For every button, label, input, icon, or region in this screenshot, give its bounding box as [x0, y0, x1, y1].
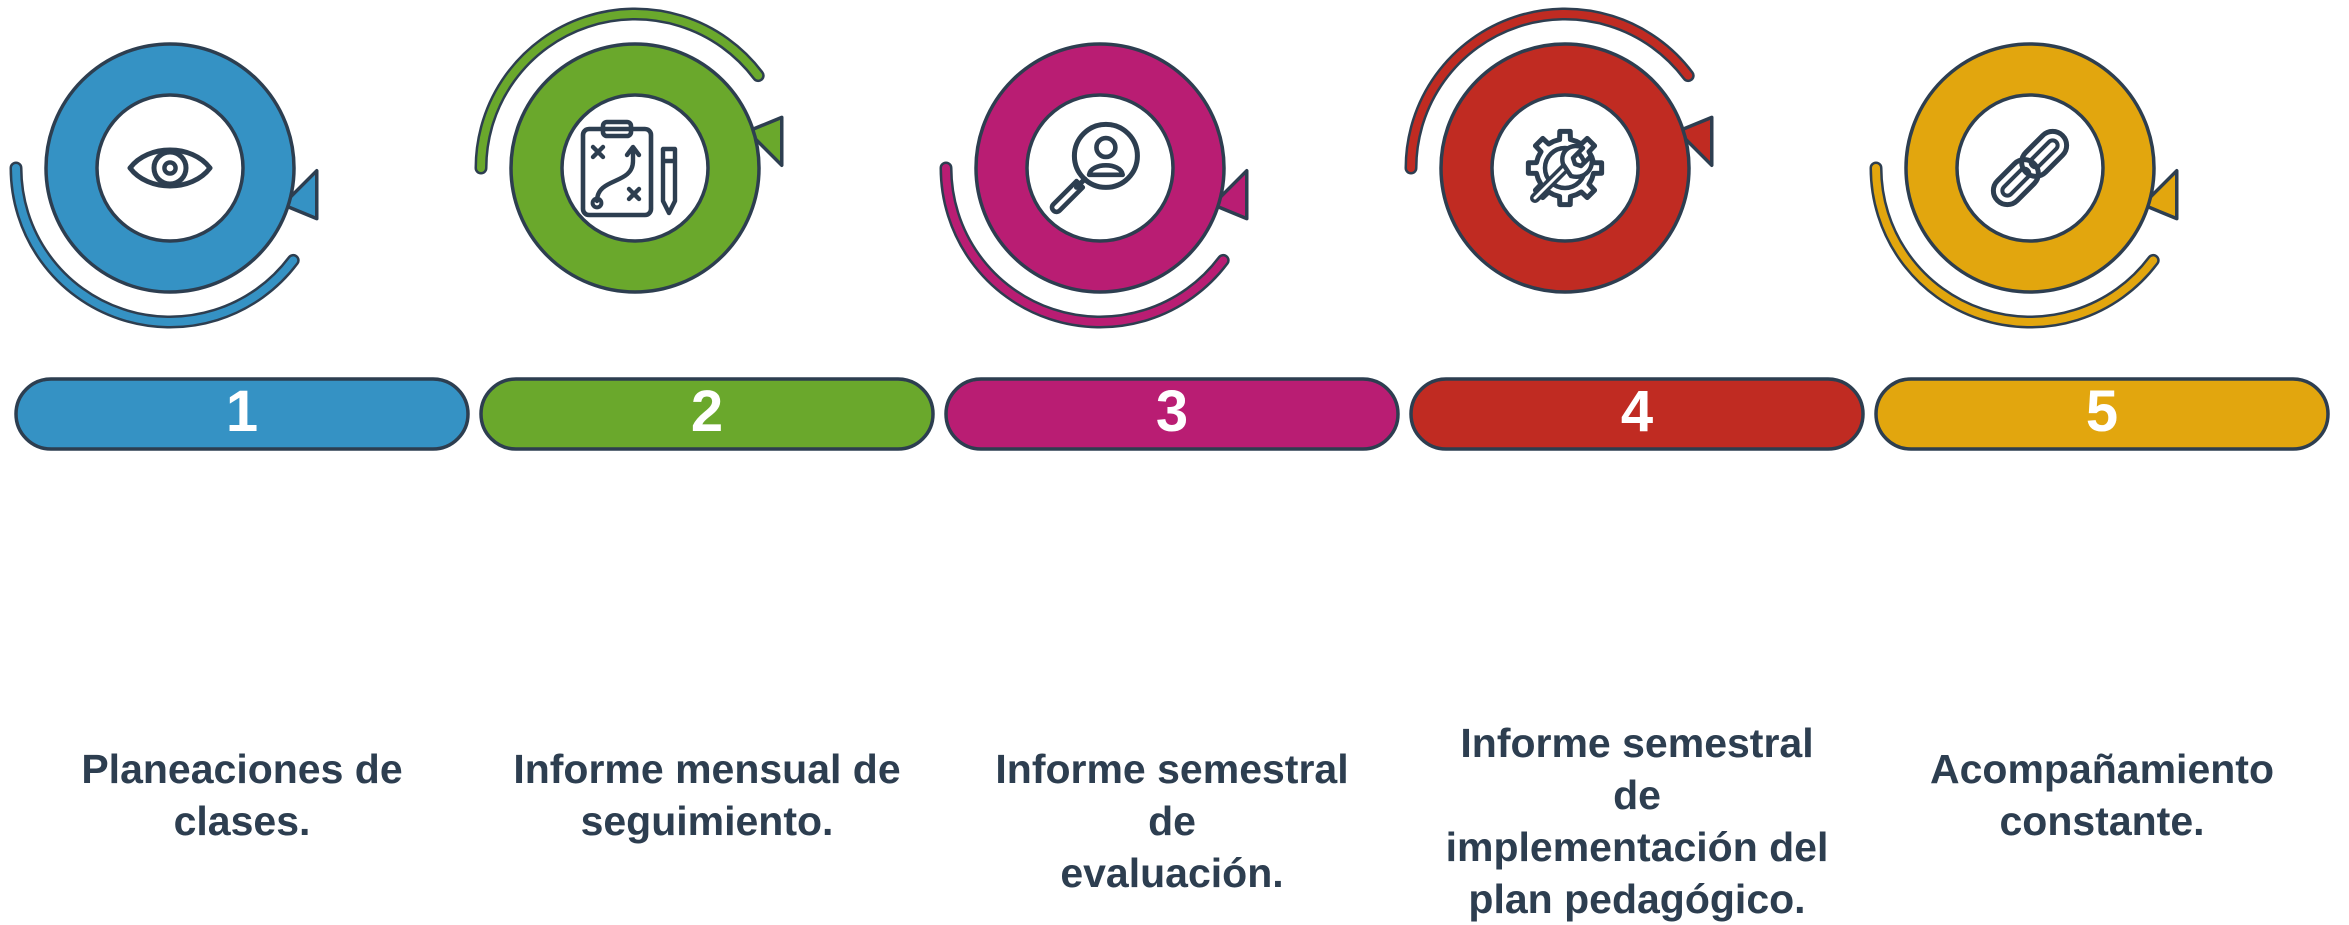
step-label-line: seguimiento.: [580, 798, 834, 844]
number-pill-shape: [1874, 377, 2330, 451]
step-label-line: Planeaciones de: [81, 746, 403, 792]
step-label-3: Informe semestral de evaluación.: [972, 743, 1372, 899]
arrowhead-icon: [746, 115, 784, 168]
flow-arrow-line: [1407, 10, 1693, 172]
process-step-3: 3: [939, 42, 1400, 451]
process-step-2: 2: [474, 7, 935, 451]
process-diagram: 1 2 3 4 5 Planeaciones de clases. Informe mens…: [9, 7, 2330, 922]
eye-icon: [127, 147, 213, 189]
clipboard-plan-icon: [580, 119, 678, 218]
step-label-line: constante.: [1999, 798, 2205, 844]
flow-arrow: [1869, 161, 2179, 329]
icon-circle: [1955, 93, 2105, 243]
step-label-line: evaluación.: [1060, 850, 1284, 896]
arrowhead-icon: [1211, 168, 1249, 221]
step-label-line: Informe mensual de: [513, 746, 901, 792]
step-number-pill: 2: [479, 377, 935, 451]
flow-arrow: [474, 7, 784, 175]
step-label-line: clases.: [173, 798, 311, 844]
step-number: 2: [691, 379, 723, 444]
flow-arrow-line: [477, 10, 763, 172]
number-pill-shape: [14, 377, 470, 451]
step-label-line: Informe semestral de: [995, 746, 1349, 844]
chain-link-icon: [1990, 128, 2070, 208]
flow-arrow: [939, 161, 1249, 329]
flow-arrow: [1404, 7, 1714, 175]
number-pill-shape: [944, 377, 1400, 451]
arrowhead-icon: [281, 168, 319, 221]
flow-arrow: [9, 161, 319, 329]
step-number: 4: [1621, 379, 1653, 444]
process-step-5: 5: [1869, 42, 2330, 451]
flow-arrow-line: [12, 164, 298, 326]
diagram-canvas: 1 2 3 4 5: [9, 7, 2330, 451]
number-pill-shape: [479, 377, 935, 451]
process-step-1: 1: [9, 42, 470, 451]
step-label-line: Acompañamiento: [1930, 746, 2274, 792]
step-number-pill: 5: [1874, 377, 2330, 451]
process-step-4: 4: [1404, 7, 1865, 451]
step-label-line: implementación del: [1445, 824, 1829, 870]
step-number-pill: 4: [1409, 377, 1865, 451]
step-label-2: Informe mensual de seguimiento.: [507, 743, 907, 847]
step-label-line: Informe semestral de: [1460, 720, 1814, 818]
step-label-line: plan pedagógico.: [1468, 876, 1806, 922]
step-label-1: Planeaciones de clases.: [42, 743, 442, 847]
step-label-5: Acompañamiento constante.: [1902, 743, 2302, 847]
step-number-pill: 1: [14, 377, 470, 451]
step-number: 1: [226, 379, 258, 444]
flow-arrow-line: [1872, 164, 2158, 326]
step-number: 5: [2086, 379, 2118, 444]
number-pill-shape: [1409, 377, 1865, 451]
arrowhead-icon: [1676, 115, 1714, 168]
icon-circle: [95, 93, 245, 243]
gear-wrench-icon: [1525, 128, 1605, 208]
step-number-pill: 3: [944, 377, 1400, 451]
arrowhead-icon: [2141, 168, 2179, 221]
magnifier-user-icon: [1049, 121, 1140, 215]
step-number: 3: [1156, 379, 1188, 444]
step-label-4: Informe semestral de implementación del pl…: [1437, 717, 1837, 925]
flow-arrow-line: [942, 164, 1228, 326]
